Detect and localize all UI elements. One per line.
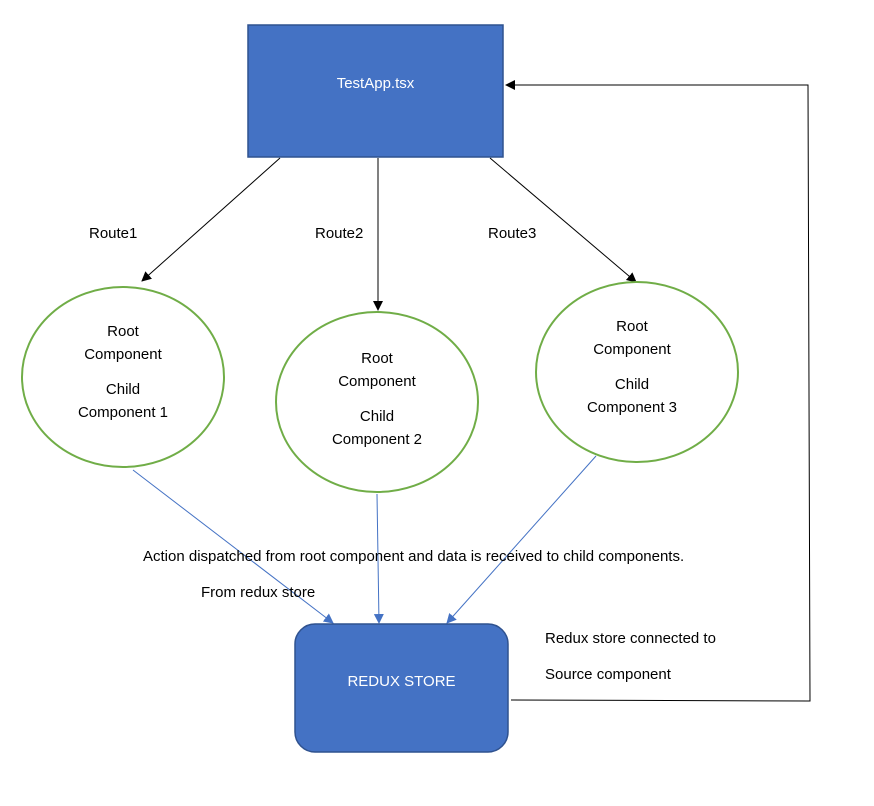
node-2-ellipse [275,311,479,493]
node1-to-store-arrow [132,469,334,624]
route2-label: Route2 [315,225,364,242]
node-3-line1: Root [616,318,648,335]
node-1-line2: Component [84,346,162,363]
node-2-line3: Child [359,408,395,425]
action-annotation: Action dispatched from root component an… [143,548,685,565]
node3-to-store-arrow [446,455,597,624]
node-2-text: Root Component Child Component 2 [297,347,457,451]
node-1-line3: Child [105,381,141,398]
node-2-line2: Component [338,373,416,390]
node-3-line3: Child [614,376,650,393]
route3-arrow [489,157,637,283]
node-3-line2: Component [593,341,671,358]
node-1-ellipse [21,286,225,468]
route1-label: Route1 [89,225,138,242]
testapp-box [247,24,504,158]
node-1-text: Root Component Child Component 1 [43,320,203,424]
route1-arrow [141,157,281,282]
connected-annotation-line2: Source component [545,666,671,683]
node2-to-store-arrow [373,493,384,624]
route3-label: Route3 [488,225,537,242]
redux-store-box [294,623,509,753]
redux-store-label: REDUX STORE [347,673,456,690]
store-to-testapp-connector [505,80,811,702]
node-2-line1: Root [361,350,393,367]
node-3-text: Root Component Child Component 3 [552,315,712,419]
connected-annotation-line1: Redux store connected to [545,630,716,647]
node-1-line4: Component 1 [77,404,169,421]
node-3-line4: Component 3 [586,399,678,416]
node-3-ellipse [535,281,739,463]
node-1-line1: Root [107,323,139,340]
testapp-label: TestApp.tsx [336,75,415,92]
node-2-line4: Component 2 [331,431,423,448]
from-redux-annotation: From redux store [201,584,316,601]
